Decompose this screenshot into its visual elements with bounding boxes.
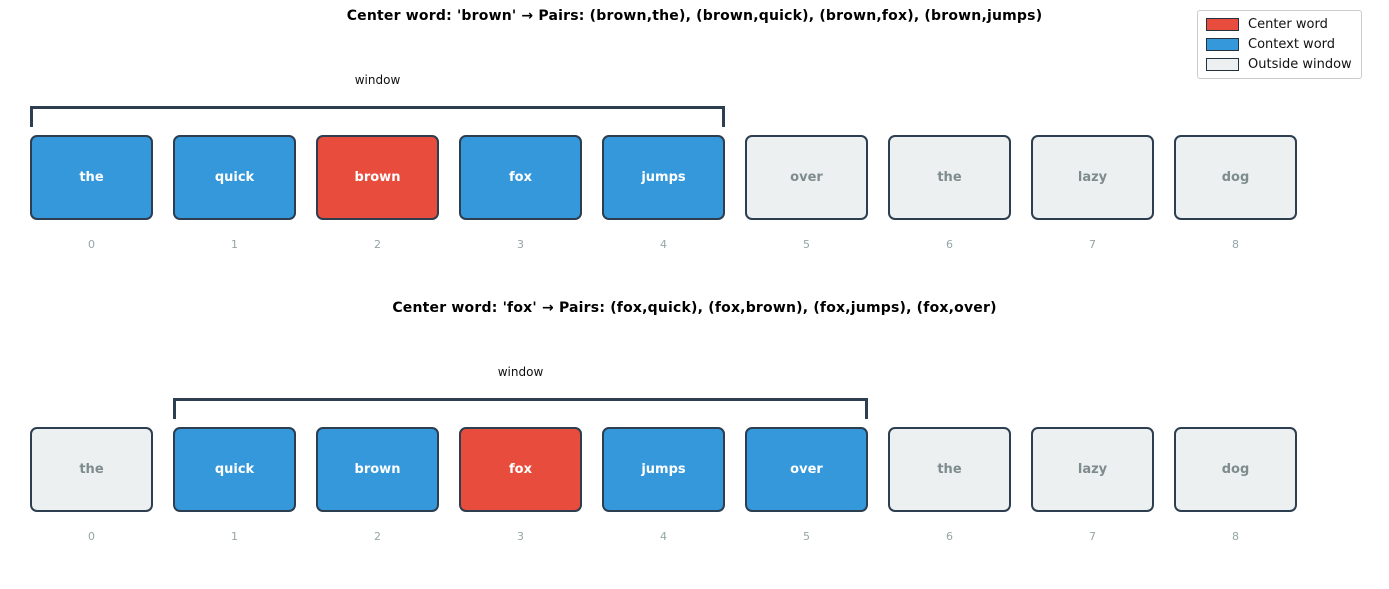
word-box-dog: dog — [1174, 135, 1297, 220]
word-index: 8 — [1232, 238, 1239, 251]
word-label: brown — [354, 170, 401, 185]
word-index: 1 — [231, 530, 238, 543]
word-label: the — [937, 462, 962, 477]
word-index: 0 — [88, 530, 95, 543]
word-box-brown: brown — [316, 427, 439, 512]
word-index: 2 — [374, 530, 381, 543]
word-index: 7 — [1089, 530, 1096, 543]
word-index: 3 — [517, 530, 524, 543]
word-box-the: the — [888, 135, 1011, 220]
row-title-1: Center word: 'brown' → Pairs: (brown,the… — [346, 8, 1043, 24]
word-label: over — [790, 170, 823, 185]
word-box-the: the — [30, 427, 153, 512]
word-label: jumps — [641, 462, 686, 477]
word-box-quick: quick — [173, 135, 296, 220]
word-index: 0 — [88, 238, 95, 251]
word-label: over — [790, 462, 823, 477]
word-box-jumps: jumps — [602, 427, 725, 512]
word-index: 5 — [803, 238, 810, 251]
legend-item-outside-window: Outside window — [1206, 57, 1352, 72]
word-index: 5 — [803, 530, 810, 543]
word-index: 6 — [946, 530, 953, 543]
word-label: lazy — [1077, 170, 1108, 185]
word-box-dog: dog — [1174, 427, 1297, 512]
window-bracket — [173, 398, 868, 419]
window-label: window — [497, 365, 544, 379]
word-box-over: over — [745, 135, 868, 220]
word-box-lazy: lazy — [1031, 135, 1154, 220]
word-box-lazy: lazy — [1031, 427, 1154, 512]
word-label: quick — [214, 462, 255, 477]
word-box-quick: quick — [173, 427, 296, 512]
row-title-2: Center word: 'fox' → Pairs: (fox,quick),… — [392, 300, 997, 316]
legend-item-context-word: Context word — [1206, 37, 1352, 52]
legend-item-center-word: Center word — [1206, 17, 1352, 32]
word-box-jumps: jumps — [602, 135, 725, 220]
word-index: 1 — [231, 238, 238, 251]
word-index: 7 — [1089, 238, 1096, 251]
word-box-the: the — [30, 135, 153, 220]
word-label: fox — [509, 170, 532, 185]
word-label: dog — [1221, 170, 1250, 185]
word-index: 8 — [1232, 530, 1239, 543]
word-index: 4 — [660, 238, 667, 251]
word-box-the: the — [888, 427, 1011, 512]
legend-swatch-context-word — [1206, 38, 1239, 51]
word-label: fox — [509, 462, 532, 477]
word-index: 3 — [517, 238, 524, 251]
word-label: dog — [1221, 462, 1250, 477]
word-label: brown — [354, 462, 401, 477]
legend-label: Center word — [1248, 17, 1328, 32]
word-label: quick — [214, 170, 255, 185]
word-index: 6 — [946, 238, 953, 251]
window-label: window — [354, 73, 401, 87]
word-label: jumps — [641, 170, 686, 185]
word-index: 2 — [374, 238, 381, 251]
word-box-over: over — [745, 427, 868, 512]
word-label: the — [79, 462, 104, 477]
word-label: the — [79, 170, 104, 185]
legend-label: Outside window — [1248, 57, 1352, 72]
legend-swatch-center-word — [1206, 18, 1239, 31]
legend-swatch-outside-window — [1206, 58, 1239, 71]
word-box-brown: brown — [316, 135, 439, 220]
word-label: the — [937, 170, 962, 185]
word-label: lazy — [1077, 462, 1108, 477]
legend-label: Context word — [1248, 37, 1336, 52]
window-bracket — [30, 106, 725, 127]
word-index: 4 — [660, 530, 667, 543]
word-box-fox: fox — [459, 427, 582, 512]
word-box-fox: fox — [459, 135, 582, 220]
